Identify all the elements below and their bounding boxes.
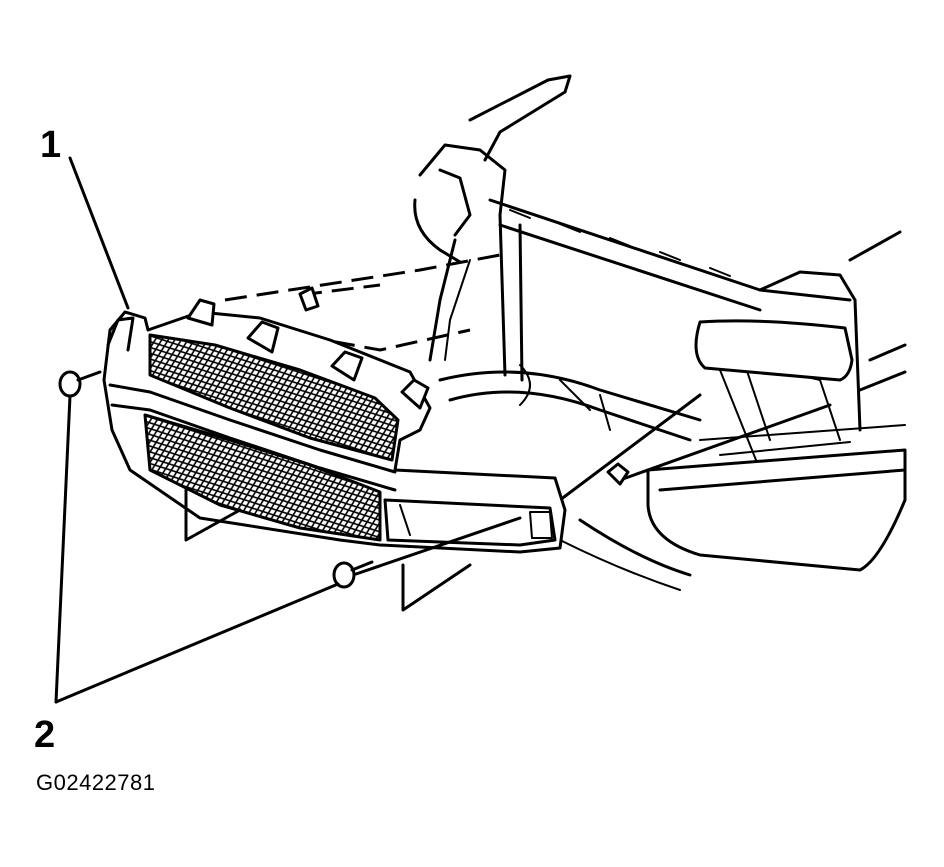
push-pin-upper bbox=[58, 370, 102, 398]
front-bumper-fascia bbox=[102, 286, 567, 612]
leader-line-1 bbox=[68, 156, 130, 310]
callout-2-label: 2 bbox=[34, 714, 56, 756]
leader-line-2b bbox=[54, 582, 340, 704]
vehicle-front-structure bbox=[413, 74, 907, 591]
leader-lines bbox=[54, 156, 522, 704]
alignment-lines bbox=[224, 253, 832, 502]
leader-line-2a bbox=[54, 394, 72, 704]
callout-1-label: 1 bbox=[40, 124, 62, 166]
figure-id: G02422781 bbox=[36, 770, 156, 795]
push-pin-lower bbox=[332, 560, 374, 589]
